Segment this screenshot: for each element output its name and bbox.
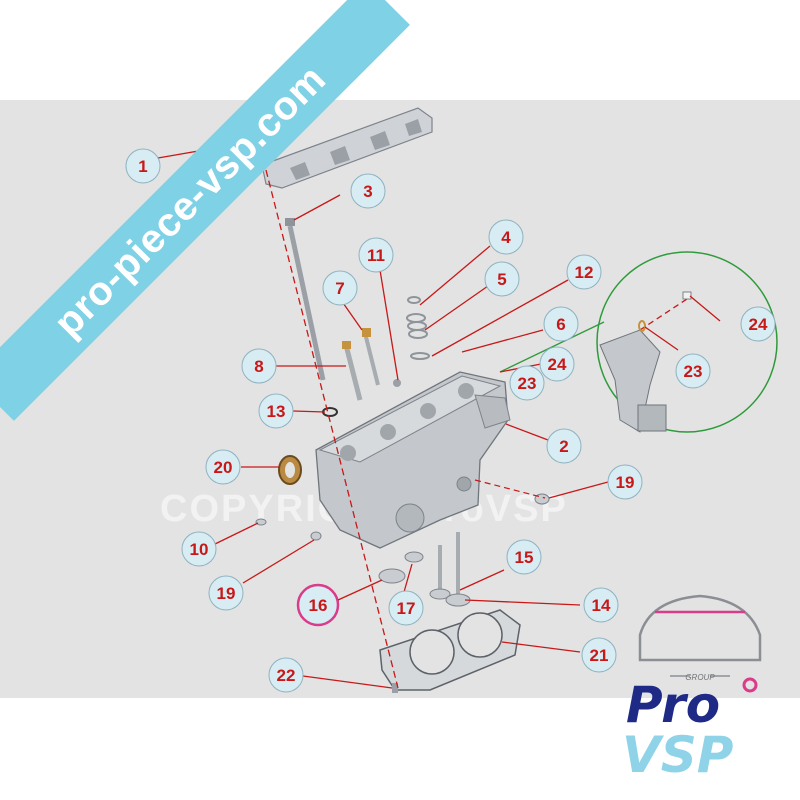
callout-8: 8 (241, 348, 277, 384)
seal-hole (285, 462, 295, 478)
svg-text:14: 14 (592, 596, 611, 615)
callout-4: 4 (488, 219, 524, 255)
callout-23a: 23 (509, 365, 545, 401)
svg-text:3: 3 (363, 182, 372, 201)
valve-seat-2-shape (404, 551, 424, 563)
callout-15: 15 (506, 539, 542, 575)
logo-line1: Pro (626, 676, 720, 734)
svg-text:17: 17 (397, 599, 416, 618)
svg-text:16: 16 (309, 596, 328, 615)
svg-text:23: 23 (684, 362, 703, 381)
logo-group-label: GROUP (685, 673, 715, 682)
callout-21: 21 (581, 637, 617, 673)
svg-text:22: 22 (277, 666, 296, 685)
svg-text:24: 24 (749, 315, 768, 334)
callout-14: 14 (583, 587, 619, 623)
callout-20: 20 (205, 449, 241, 485)
cylinder-head-cover (261, 107, 433, 189)
svg-text:8: 8 (254, 357, 263, 376)
svg-text:4: 4 (501, 228, 511, 247)
callout-13: 13 (258, 393, 294, 429)
highlight-ring (296, 583, 340, 627)
head-bolt-shape (285, 218, 326, 381)
callout-12: 12 (566, 254, 602, 290)
svg-text:7: 7 (335, 279, 344, 298)
svg-text:1: 1 (138, 157, 147, 176)
svg-text:2: 2 (559, 437, 568, 456)
svg-text:11: 11 (367, 246, 385, 265)
axis-line (265, 169, 399, 689)
axis-line-right (474, 479, 546, 499)
callout-2: 2 (546, 428, 582, 464)
svg-text:21: 21 (590, 646, 609, 665)
callout-24b: 24 (740, 306, 776, 342)
stud-cap (342, 341, 351, 349)
head-gasket-shape (379, 609, 521, 691)
callout-1: 1 (125, 148, 161, 184)
svg-text:20: 20 (214, 458, 233, 477)
svg-text:19: 19 (217, 584, 236, 603)
callout-7: 7 (322, 270, 358, 306)
svg-text:13: 13 (267, 402, 286, 421)
callout-22: 22 (268, 657, 304, 693)
callout-16: 16 (309, 596, 328, 615)
provsp-logo: GROUP Pro VSP (622, 594, 762, 784)
callout-6: 6 (543, 306, 579, 342)
valve-spring-shape (406, 296, 430, 360)
callout-24a: 24 (539, 346, 575, 382)
dowel-shape (392, 683, 398, 693)
plug-left-shape (310, 531, 322, 541)
callouts: 1 3 4 5 6 7 8 11 12 13 2 24 23 24 23 20 … (125, 148, 776, 693)
stud-shape (343, 344, 363, 401)
svg-text:5: 5 (497, 270, 506, 289)
callout-10: 10 (181, 531, 217, 567)
svg-text:6: 6 (556, 315, 565, 334)
svg-text:24: 24 (548, 355, 567, 374)
guide-shape (363, 332, 380, 386)
callout-11: 11 (358, 237, 394, 273)
car-outline-icon (638, 594, 762, 662)
callout-19a: 19 (607, 464, 643, 500)
callout-19b: 19 (208, 575, 244, 611)
svg-text:10: 10 (190, 540, 209, 559)
svg-text:19: 19 (616, 473, 635, 492)
detail-connector (499, 321, 605, 373)
detail-inset (596, 251, 778, 433)
svg-text:15: 15 (515, 548, 534, 567)
stud-small-shape (255, 518, 267, 526)
svg-text:12: 12 (575, 263, 594, 282)
callout-5: 5 (484, 261, 520, 297)
logo-line2: VSP (622, 726, 733, 784)
guide-cap (362, 328, 371, 337)
svg-text:23: 23 (518, 374, 537, 393)
callout-3: 3 (350, 173, 386, 209)
callout-17: 17 (388, 590, 424, 626)
plug-shape (393, 379, 401, 387)
cylinder-head-block (315, 371, 511, 549)
valves-shape (429, 532, 471, 607)
o-ring-shape (322, 407, 338, 417)
valve-seat-shape (378, 568, 406, 584)
callout-23b: 23 (675, 353, 711, 389)
